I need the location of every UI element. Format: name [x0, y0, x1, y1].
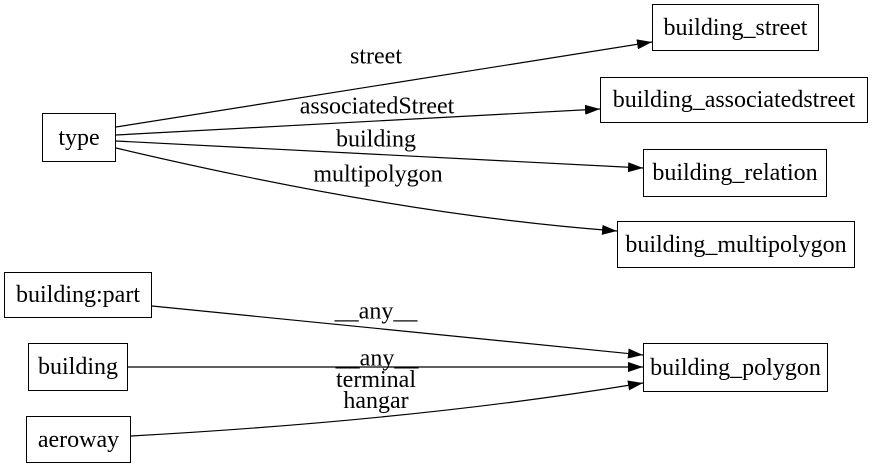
- edge-label-street: street: [350, 43, 402, 70]
- edge-type-building-street: [115, 39, 653, 128]
- node-type-label: type: [58, 124, 100, 151]
- node-building-part: building:part: [4, 272, 152, 318]
- node-building-multipolygon: building_multipolygon: [617, 221, 855, 268]
- edge-label-any-building: __any__: [335, 345, 419, 372]
- node-building: building: [28, 343, 128, 391]
- edge-label-multipolygon: multipolygon: [313, 161, 443, 188]
- node-building-relation: building_relation: [643, 149, 827, 197]
- edge-buildingpart-building-polygon: [151, 305, 644, 359]
- node-building-part-label: building:part: [16, 282, 140, 308]
- edge-label-terminal-hangar: terminal hangar: [336, 367, 416, 414]
- node-building-associatedstreet-label: building_associatedstreet: [612, 87, 856, 113]
- edge-type-building-multipolygon: [115, 147, 618, 235]
- node-building-polygon-label: building_polygon: [650, 354, 821, 381]
- node-building-street: building_street: [652, 4, 819, 51]
- edge-label-any-buildingpart: __any__: [334, 298, 418, 325]
- node-building-associatedstreet: building_associatedstreet: [600, 77, 868, 123]
- edge-type-building-associatedstreet: [115, 104, 601, 136]
- edge-type-building-relation: [115, 140, 644, 173]
- node-building-relation-label: building_relation: [652, 160, 818, 186]
- node-aeroway: aeroway: [26, 416, 131, 463]
- node-building-multipolygon-label: building_multipolygon: [625, 231, 847, 258]
- edge-aeroway-building-polygon: [130, 380, 644, 437]
- node-type: type: [42, 113, 116, 162]
- node-building-street-label: building_street: [663, 14, 808, 41]
- node-aeroway-label: aeroway: [37, 426, 120, 453]
- edge-label-building: building: [335, 126, 417, 153]
- node-building-label: building: [37, 354, 118, 380]
- edge-label-associatedstreet: associatedStreet: [299, 93, 455, 120]
- node-building-polygon: building_polygon: [643, 343, 828, 392]
